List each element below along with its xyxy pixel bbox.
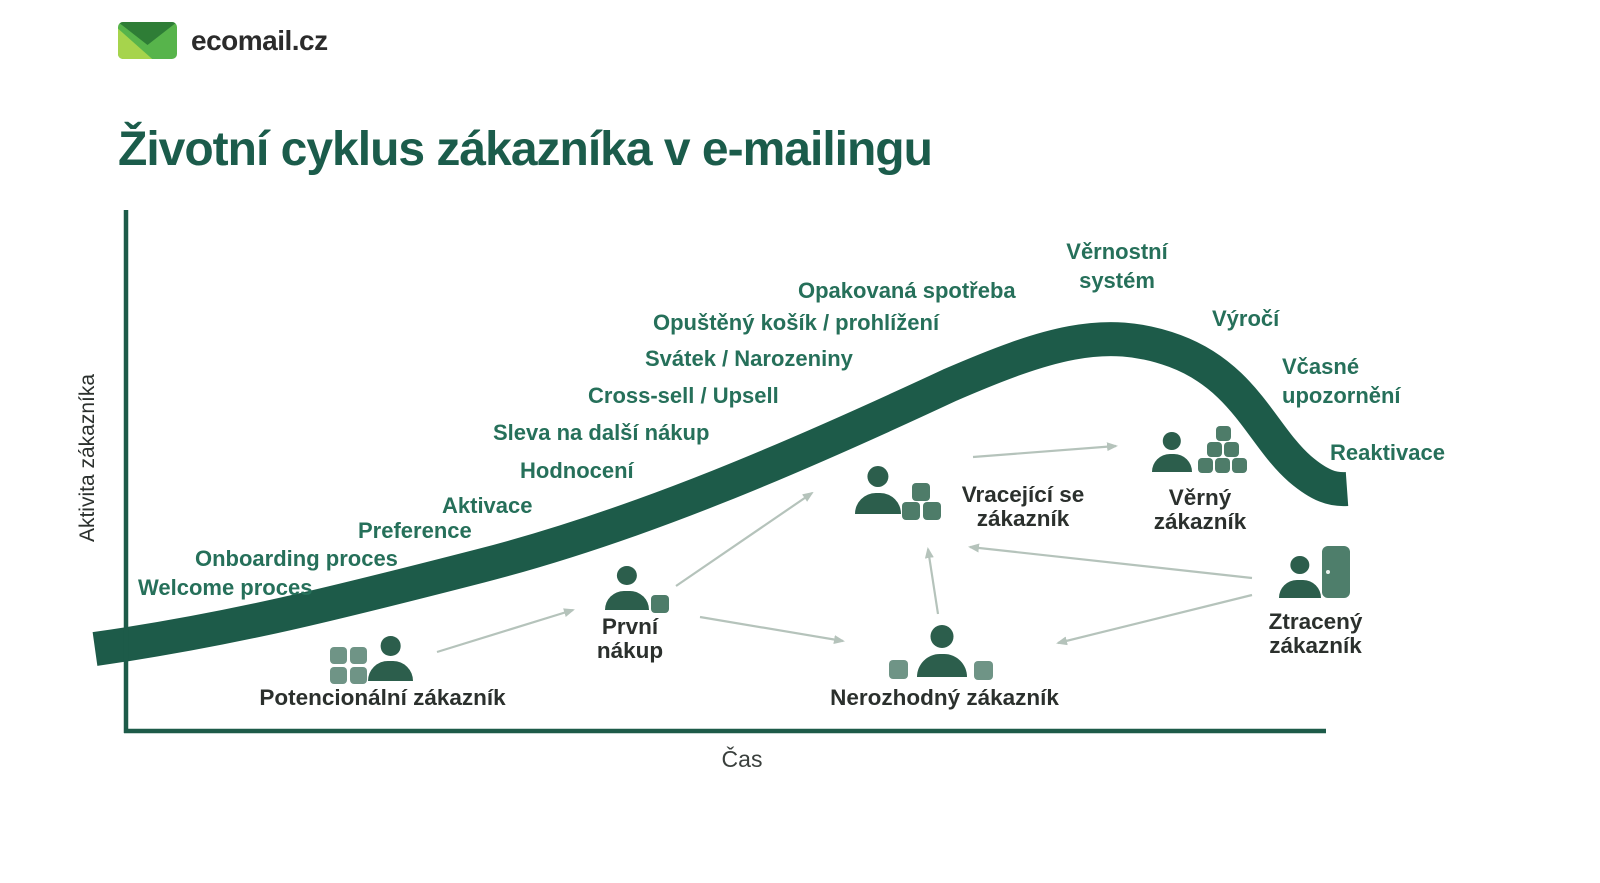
person-icon [1279, 556, 1321, 598]
pyramid-square-icon [1232, 458, 1247, 473]
grid-icon [330, 667, 347, 684]
touchpoint-sleva: Sleva na další nákup [493, 420, 710, 445]
pyramid-square-icon [1207, 442, 1222, 457]
y-axis-label: Aktivita zákazníka [76, 373, 99, 543]
touchpoint-onboarding: Onboarding proces [195, 546, 398, 571]
pyramid-square-icon [1224, 442, 1239, 457]
arrow-potencial-to-first [436, 608, 575, 654]
stage-label-lost: Ztracený zákazník [1268, 609, 1363, 658]
arrow-first-to-undecided [699, 615, 845, 644]
person-icon [917, 625, 967, 677]
lifecycle-curve [92, 322, 1349, 666]
touchpoint-opusteny-kosik: Opuštěný košík / prohlížení [653, 310, 940, 335]
grid-icon [330, 647, 347, 664]
touchpoint-cross-sell: Cross-sell / Upsell [588, 383, 779, 408]
pyramid-square-icon [1198, 458, 1213, 473]
touchpoint-hodnoceni: Hodnocení [520, 458, 634, 483]
arrow-lost-to-returning [968, 543, 1253, 580]
touchpoint-welcome-proces: Welcome proces [138, 575, 313, 600]
touchpoint-aktivace: Aktivace [442, 493, 533, 518]
pyramid-square-icon [902, 502, 920, 520]
stage-label-first-purchase: První nákup [596, 614, 664, 663]
page-title: Životní cyklus zákazníka v e-mailingu [118, 123, 933, 176]
ecomail-logo: ecomail.cz [118, 22, 328, 59]
side-square-icon [889, 660, 908, 679]
grid-icon [350, 647, 367, 664]
touchpoint-vcasne-upozorneni: Včasné upozornění [1282, 354, 1401, 409]
arrow-first-to-returning [675, 491, 814, 587]
pyramid-square-icon [923, 502, 941, 520]
person-icon [1152, 432, 1192, 472]
person-icon [605, 566, 649, 610]
side-square-icon [974, 661, 993, 680]
purchase-square-icon [651, 595, 669, 613]
arrow-lost-to-undecided [1056, 593, 1253, 646]
stage-label-loyal: Věrný zákazník [1153, 485, 1247, 534]
pyramid-square-icon [1216, 426, 1231, 441]
touchpoint-opakovana: Opakovaná spotřeba [798, 278, 1016, 303]
logo-brand-text: ecomail.cz [191, 24, 328, 56]
person-icon [368, 636, 413, 681]
touchpoint-preference: Preference [358, 518, 472, 543]
touchpoint-vyroci: Výročí [1212, 306, 1280, 331]
touchpoint-vernostni-system: Věrnostní systém [1066, 239, 1168, 294]
person-icon [855, 466, 901, 514]
arrow-undecided-to-returning [924, 547, 940, 615]
door-icon [1322, 546, 1350, 598]
stage-label-potencial: Potencionální zákazník [259, 685, 506, 710]
pyramid-square-icon [912, 483, 930, 501]
grid-icon [350, 667, 367, 684]
touchpoint-reaktivace: Reaktivace [1330, 440, 1445, 465]
pyramid-square-icon [1215, 458, 1230, 473]
stage-label-returning: Vracející se zákazník [961, 482, 1085, 531]
stage-label-undecided: Nerozhodný zákazník [830, 685, 1059, 710]
envelope-logo-icon [118, 22, 177, 59]
x-axis-label: Čas [721, 746, 763, 772]
arrow-returning-to-loyal [972, 442, 1118, 459]
touchpoint-svatek: Svátek / Narozeniny [645, 346, 853, 371]
